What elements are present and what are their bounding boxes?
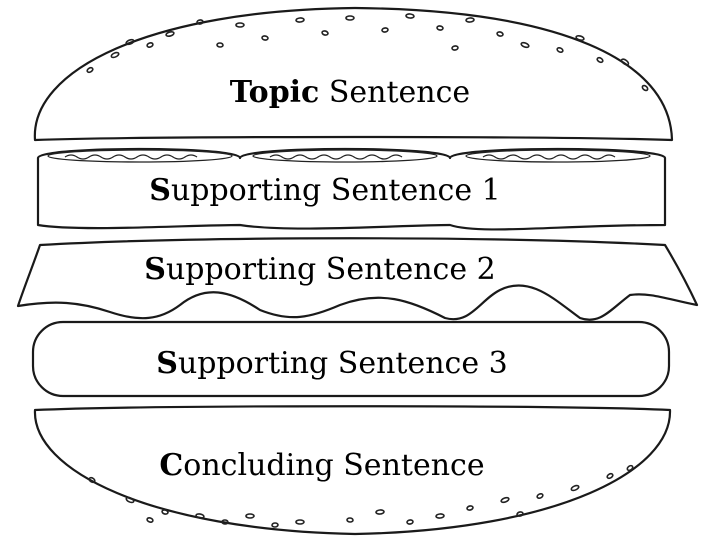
top-seed-icon <box>261 35 269 41</box>
top-seed-icon <box>520 41 530 49</box>
support-2-rest: upporting Sentence 2 <box>166 252 496 287</box>
bottom-seed-icon <box>406 519 414 525</box>
support-3-rest: upporting Sentence 3 <box>178 346 508 381</box>
topic-lead: Topic <box>230 75 320 110</box>
bottom-seed-icon <box>195 513 205 519</box>
bottom-seed-icon <box>88 476 96 484</box>
support-1-rest: upporting Sentence 1 <box>171 173 501 208</box>
bottom-bun-seeds <box>88 464 634 528</box>
top-bun-shape <box>33 6 674 142</box>
top-bun: Topic Sentence <box>33 6 674 142</box>
bottom-seed-icon <box>125 496 135 504</box>
topic-rest: Sentence <box>319 75 470 110</box>
top-seed-icon <box>596 56 604 64</box>
bottom-seed-icon <box>271 522 279 528</box>
top-seed-icon <box>641 84 649 92</box>
bottom-seed-icon <box>295 519 305 525</box>
tomato-pulp-3 <box>482 154 616 160</box>
supporting-sentence-3-label: Supporting Sentence 3 <box>156 346 507 381</box>
bottom-seed-icon <box>516 511 524 517</box>
top-seed-icon <box>345 15 355 21</box>
concluding-sentence-label: Concluding Sentence <box>159 448 484 483</box>
tomato-seed-ring-2 <box>252 149 438 163</box>
supporting-sentence-2-label: Supporting Sentence 2 <box>144 252 495 287</box>
bottom-seed-icon <box>346 517 354 523</box>
top-seed-icon <box>295 17 305 23</box>
bottom-seed-icon <box>221 519 229 525</box>
top-bun-seeds <box>86 13 649 92</box>
bottom-seed-icon <box>375 509 385 515</box>
bottom-seed-icon <box>500 496 510 504</box>
top-seed-icon <box>451 45 459 51</box>
tomato-pulp-2 <box>269 154 403 160</box>
tomato-slices-shape <box>36 147 667 231</box>
top-seed-icon <box>125 38 135 46</box>
support-2-lead: S <box>144 252 166 287</box>
bottom-seed-icon <box>466 505 474 511</box>
top-seed-icon <box>165 31 175 37</box>
top-seed-icon <box>405 13 415 19</box>
support-1-lead: S <box>149 173 171 208</box>
bottom-seed-icon <box>570 484 580 492</box>
concluding-rest: oncluding Sentence <box>183 448 484 483</box>
topic-sentence-label: Topic Sentence <box>230 75 470 110</box>
top-seed-icon <box>321 30 329 36</box>
top-seed-icon <box>110 51 120 59</box>
lettuce-shape <box>16 237 699 321</box>
tomato-pulp-1 <box>64 154 198 160</box>
top-seed-icon <box>196 19 204 25</box>
patty-layer: Supporting Sentence 3 <box>31 320 671 398</box>
bottom-seed-icon <box>536 492 544 500</box>
bottom-seed-icon <box>146 517 154 523</box>
bottom-seed-icon <box>245 513 255 519</box>
bottom-seed-icon <box>161 509 169 515</box>
bottom-seed-icon <box>435 513 445 519</box>
top-seed-icon <box>620 58 630 66</box>
patty-shape <box>31 320 671 398</box>
top-seed-icon <box>381 27 389 33</box>
top-seed-icon <box>575 35 585 41</box>
top-seed-icon <box>465 17 475 23</box>
lettuce-layer: Supporting Sentence 2 <box>16 237 699 321</box>
support-3-lead: S <box>156 346 178 381</box>
bottom-bun: Concluding Sentence <box>33 405 672 536</box>
tomato-seed-rings <box>47 149 651 163</box>
top-seed-icon <box>216 42 224 48</box>
bottom-seed-icon <box>626 464 634 472</box>
top-seed-icon <box>496 31 504 37</box>
tomato-seed-ring-3 <box>465 149 651 163</box>
top-seed-icon <box>556 46 564 54</box>
top-seed-icon <box>146 42 154 48</box>
concluding-lead: C <box>159 448 183 483</box>
top-seed-icon <box>235 22 245 28</box>
bottom-seed-icon <box>606 472 614 480</box>
tomato-seed-ring-1 <box>47 149 233 163</box>
tomato-layer: Supporting Sentence 1 <box>36 147 667 231</box>
supporting-sentence-1-label: Supporting Sentence 1 <box>149 173 500 208</box>
top-seed-icon <box>86 66 94 74</box>
top-seed-icon <box>436 25 444 31</box>
